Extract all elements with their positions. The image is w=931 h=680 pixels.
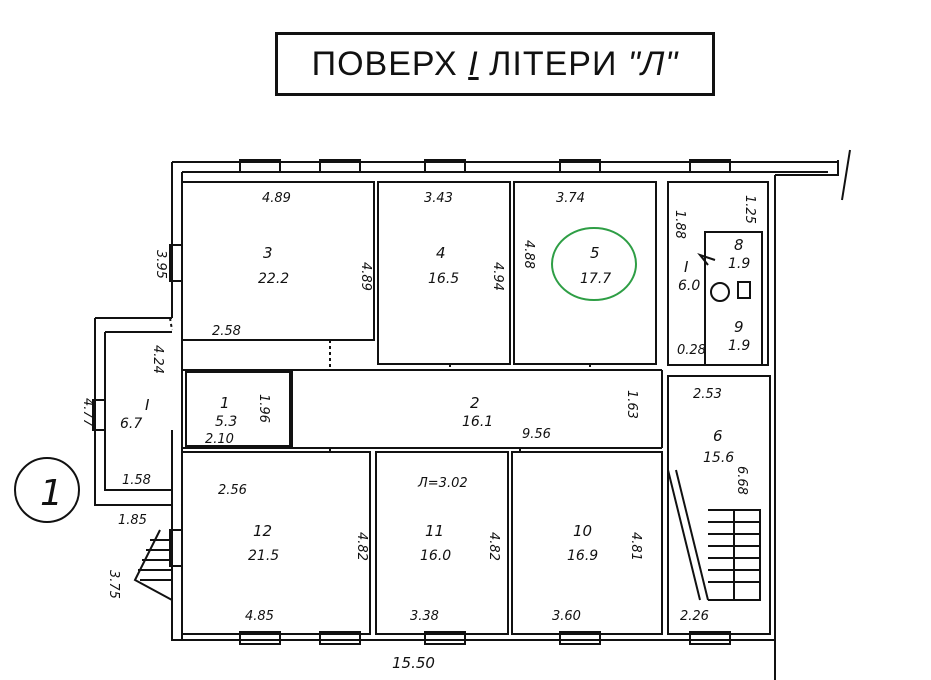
dim-r3-side: 4.89 — [358, 262, 373, 291]
room-3-area: 22.2 — [258, 271, 289, 287]
dim-r12-top: 2.56 — [218, 483, 247, 498]
room-6-area: 15.6 — [703, 450, 734, 466]
dim-375: 3.75 — [106, 570, 121, 599]
room-12-area: 21.5 — [248, 548, 279, 564]
wc-fixture — [710, 282, 730, 302]
title-letter: "Л" — [627, 45, 679, 83]
room-1-area: 5.3 — [215, 414, 237, 430]
dim-188: 1.88 — [672, 210, 687, 239]
sheet-marker: 1 — [40, 473, 63, 514]
corridor-walls — [182, 369, 663, 449]
dim-r11-bottom: 3.38 — [410, 609, 439, 624]
room-wc-area: 6.0 — [678, 278, 700, 294]
room-11-walls — [375, 451, 509, 635]
plan-title: ПОВЕРХ I ЛІТЕРИ "Л" — [278, 45, 712, 84]
dimension-labels: 4.89 3.43 3.74 3.95 4.89 4.94 4.88 2.58 … — [80, 191, 757, 672]
dim-r5-top: 3.74 — [556, 191, 585, 206]
room-annex-area: 6.7 — [120, 416, 142, 432]
dim-185: 1.85 — [118, 513, 147, 528]
dim-424: 4.24 — [150, 345, 165, 374]
stairs-right — [708, 509, 761, 601]
dim-477: 4.77 — [80, 398, 95, 428]
windows — [92, 159, 731, 645]
room-10-walls — [511, 451, 663, 635]
title-floor: I — [468, 45, 479, 83]
room-2-area: 16.1 — [462, 414, 493, 430]
dim-r6-top: 2.53 — [693, 387, 722, 402]
dim-r6-bottom: 2.26 — [680, 609, 709, 624]
dim-r11-side: 4.82 — [486, 532, 501, 561]
room-12-walls — [181, 451, 371, 635]
annex-wall — [94, 317, 172, 506]
room-9-area: 1.9 — [728, 338, 750, 354]
room-5-number: 5 — [590, 244, 600, 262]
dim-r1-bottom: 2.10 — [205, 432, 234, 447]
dim-corridor: 9.56 — [522, 427, 551, 442]
room-4-walls — [377, 181, 511, 365]
dim-r6-side: 6.68 — [734, 466, 749, 495]
room-9-number: 9 — [734, 318, 744, 336]
room-annex-number: I — [145, 396, 150, 414]
room-4-area: 16.5 — [428, 271, 459, 287]
room-5-walls — [513, 181, 657, 365]
dim-r10-side: 4.81 — [628, 532, 643, 561]
room-6-walls — [667, 375, 771, 635]
room-10-number: 10 — [573, 522, 592, 540]
outer-wall — [171, 149, 851, 680]
highlight-circle — [551, 227, 637, 301]
room-8-area: 1.9 — [728, 256, 750, 272]
dim-r5-side: 4.88 — [521, 240, 536, 269]
room-10-area: 16.9 — [567, 548, 598, 564]
dim-125: 1.25 — [742, 195, 757, 224]
dim-028: 0.28 — [677, 343, 706, 358]
dim-r3-bottom: 2.58 — [212, 324, 241, 339]
room-wc-number: I — [684, 258, 689, 276]
dim-r10-bottom: 3.60 — [552, 609, 581, 624]
stairs-left — [133, 529, 173, 601]
room-3-number: 3 — [263, 244, 273, 262]
room-2-number: 2 — [470, 394, 480, 412]
dim-r4-top: 3.43 — [424, 191, 453, 206]
room-11-number: 11 — [425, 522, 444, 540]
title-box: ПОВЕРХ I ЛІТЕРИ "Л" — [275, 32, 715, 96]
room-12-number: 12 — [253, 522, 272, 540]
dim-158: 1.58 — [122, 473, 151, 488]
room-labels: 3 22.2 4 16.5 5 17.7 I 6.0 8 1.9 9 1.9 1… — [120, 236, 750, 564]
dim-r4-side: 4.94 — [490, 262, 505, 291]
dim-r12-bottom: 4.85 — [245, 609, 274, 624]
title-prefix: ПОВЕРХ — [311, 45, 458, 83]
room-1-number: 1 — [220, 394, 230, 412]
dim-total: 15.50 — [392, 654, 435, 672]
room-11-area: 16.0 — [420, 548, 451, 564]
room-6-number: 6 — [713, 427, 723, 445]
room-4-number: 4 — [436, 244, 446, 262]
room-1-walls — [185, 371, 291, 447]
room-8-number: 8 — [734, 236, 744, 254]
dim-395: 3.95 — [153, 250, 168, 279]
wc-inner — [704, 231, 763, 366]
sheet-marker-circle — [14, 457, 80, 523]
room-5-area: 17.7 — [580, 271, 611, 287]
dim-r12-side: 4.82 — [354, 532, 369, 561]
dim-r11-top: Л=3.02 — [417, 476, 468, 491]
title-word: ЛІТЕРИ — [489, 45, 618, 83]
door-marks — [169, 317, 591, 452]
dim-r1-side: 1.96 — [256, 394, 271, 423]
dim-r3-top: 4.89 — [262, 191, 291, 206]
stairs-ramp — [667, 469, 709, 601]
dim-163: 1.63 — [624, 390, 639, 419]
